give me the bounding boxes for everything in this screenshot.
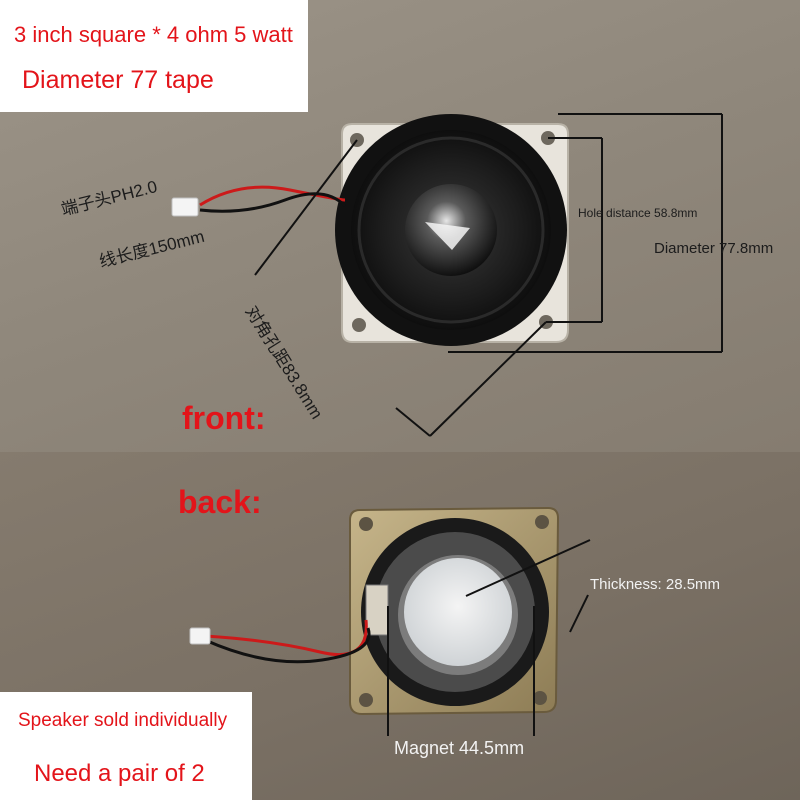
front-dimension-lines	[254, 113, 723, 437]
front-wire	[171, 185, 347, 217]
hole-distance-label: Hole distance 58.8mm	[578, 206, 698, 220]
notes-line1: Speaker sold individually	[18, 710, 228, 731]
title-line1: 3 inch square * 4 ohm 5 watt	[14, 22, 293, 47]
magnet-label: Magnet 44.5mm	[394, 738, 525, 758]
back-heading: back:	[178, 484, 262, 520]
title-line2: Diameter 77 tape	[22, 66, 214, 94]
back-wire	[189, 619, 371, 664]
title-box	[0, 0, 308, 112]
back-speaker	[349, 506, 560, 716]
thickness-label: Thickness: 28.5mm	[590, 576, 721, 593]
back-dimension-lines	[387, 539, 591, 736]
front-speaker	[335, 114, 569, 346]
diameter-label: Diameter 77.8mm	[654, 240, 774, 257]
notes-box	[0, 692, 252, 800]
notes-line2: Need a pair of 2	[34, 760, 205, 787]
front-heading: front:	[182, 400, 266, 436]
